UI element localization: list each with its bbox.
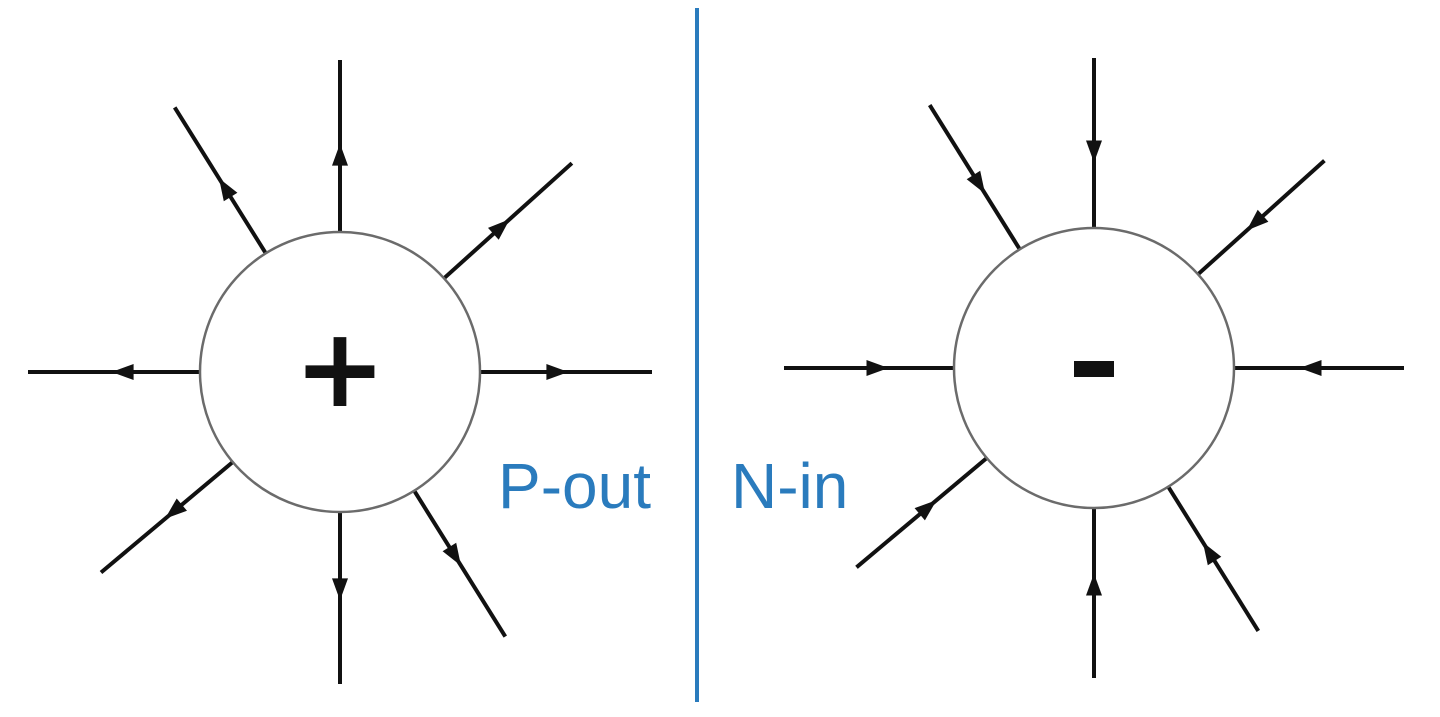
positive-charge-symbol: + [294,304,386,432]
positive-arrowhead-upper-right [488,219,510,240]
positive-arrowhead-upper-left [219,178,238,202]
negative-arrowhead-up [1086,140,1102,163]
negative-charge-field: - [0,0,1404,678]
positive-arrowhead-lower-left [165,498,187,519]
positive-arrowhead-right [546,364,569,380]
negative-arrowhead-lower-right [1202,542,1222,566]
negative-arrowhead-upper-left [966,170,986,194]
negative-charge-symbol-text: - [0,0,1,1]
negative-charge-symbol [1074,361,1114,377]
negative-arrowhead-left [866,360,889,376]
negative-arrowhead-right [1299,360,1322,376]
positive-arrowhead-down [332,578,348,601]
negative-caption: N-in [731,450,848,522]
negative-arrowhead-upper-right [1246,209,1269,231]
positive-arrowhead-lower-right [442,542,461,566]
positive-arrowhead-up [332,143,348,166]
negative-field-lines [784,58,1404,678]
positive-arrowhead-left [111,364,134,380]
negative-arrowhead-lower-left [914,500,937,521]
negative-arrowhead-down [1086,573,1102,596]
positive-caption: P-out [498,450,651,522]
positive-field-lines [28,60,652,684]
positive-charge-field: + [28,60,652,684]
positive-charge-circle [198,230,482,514]
